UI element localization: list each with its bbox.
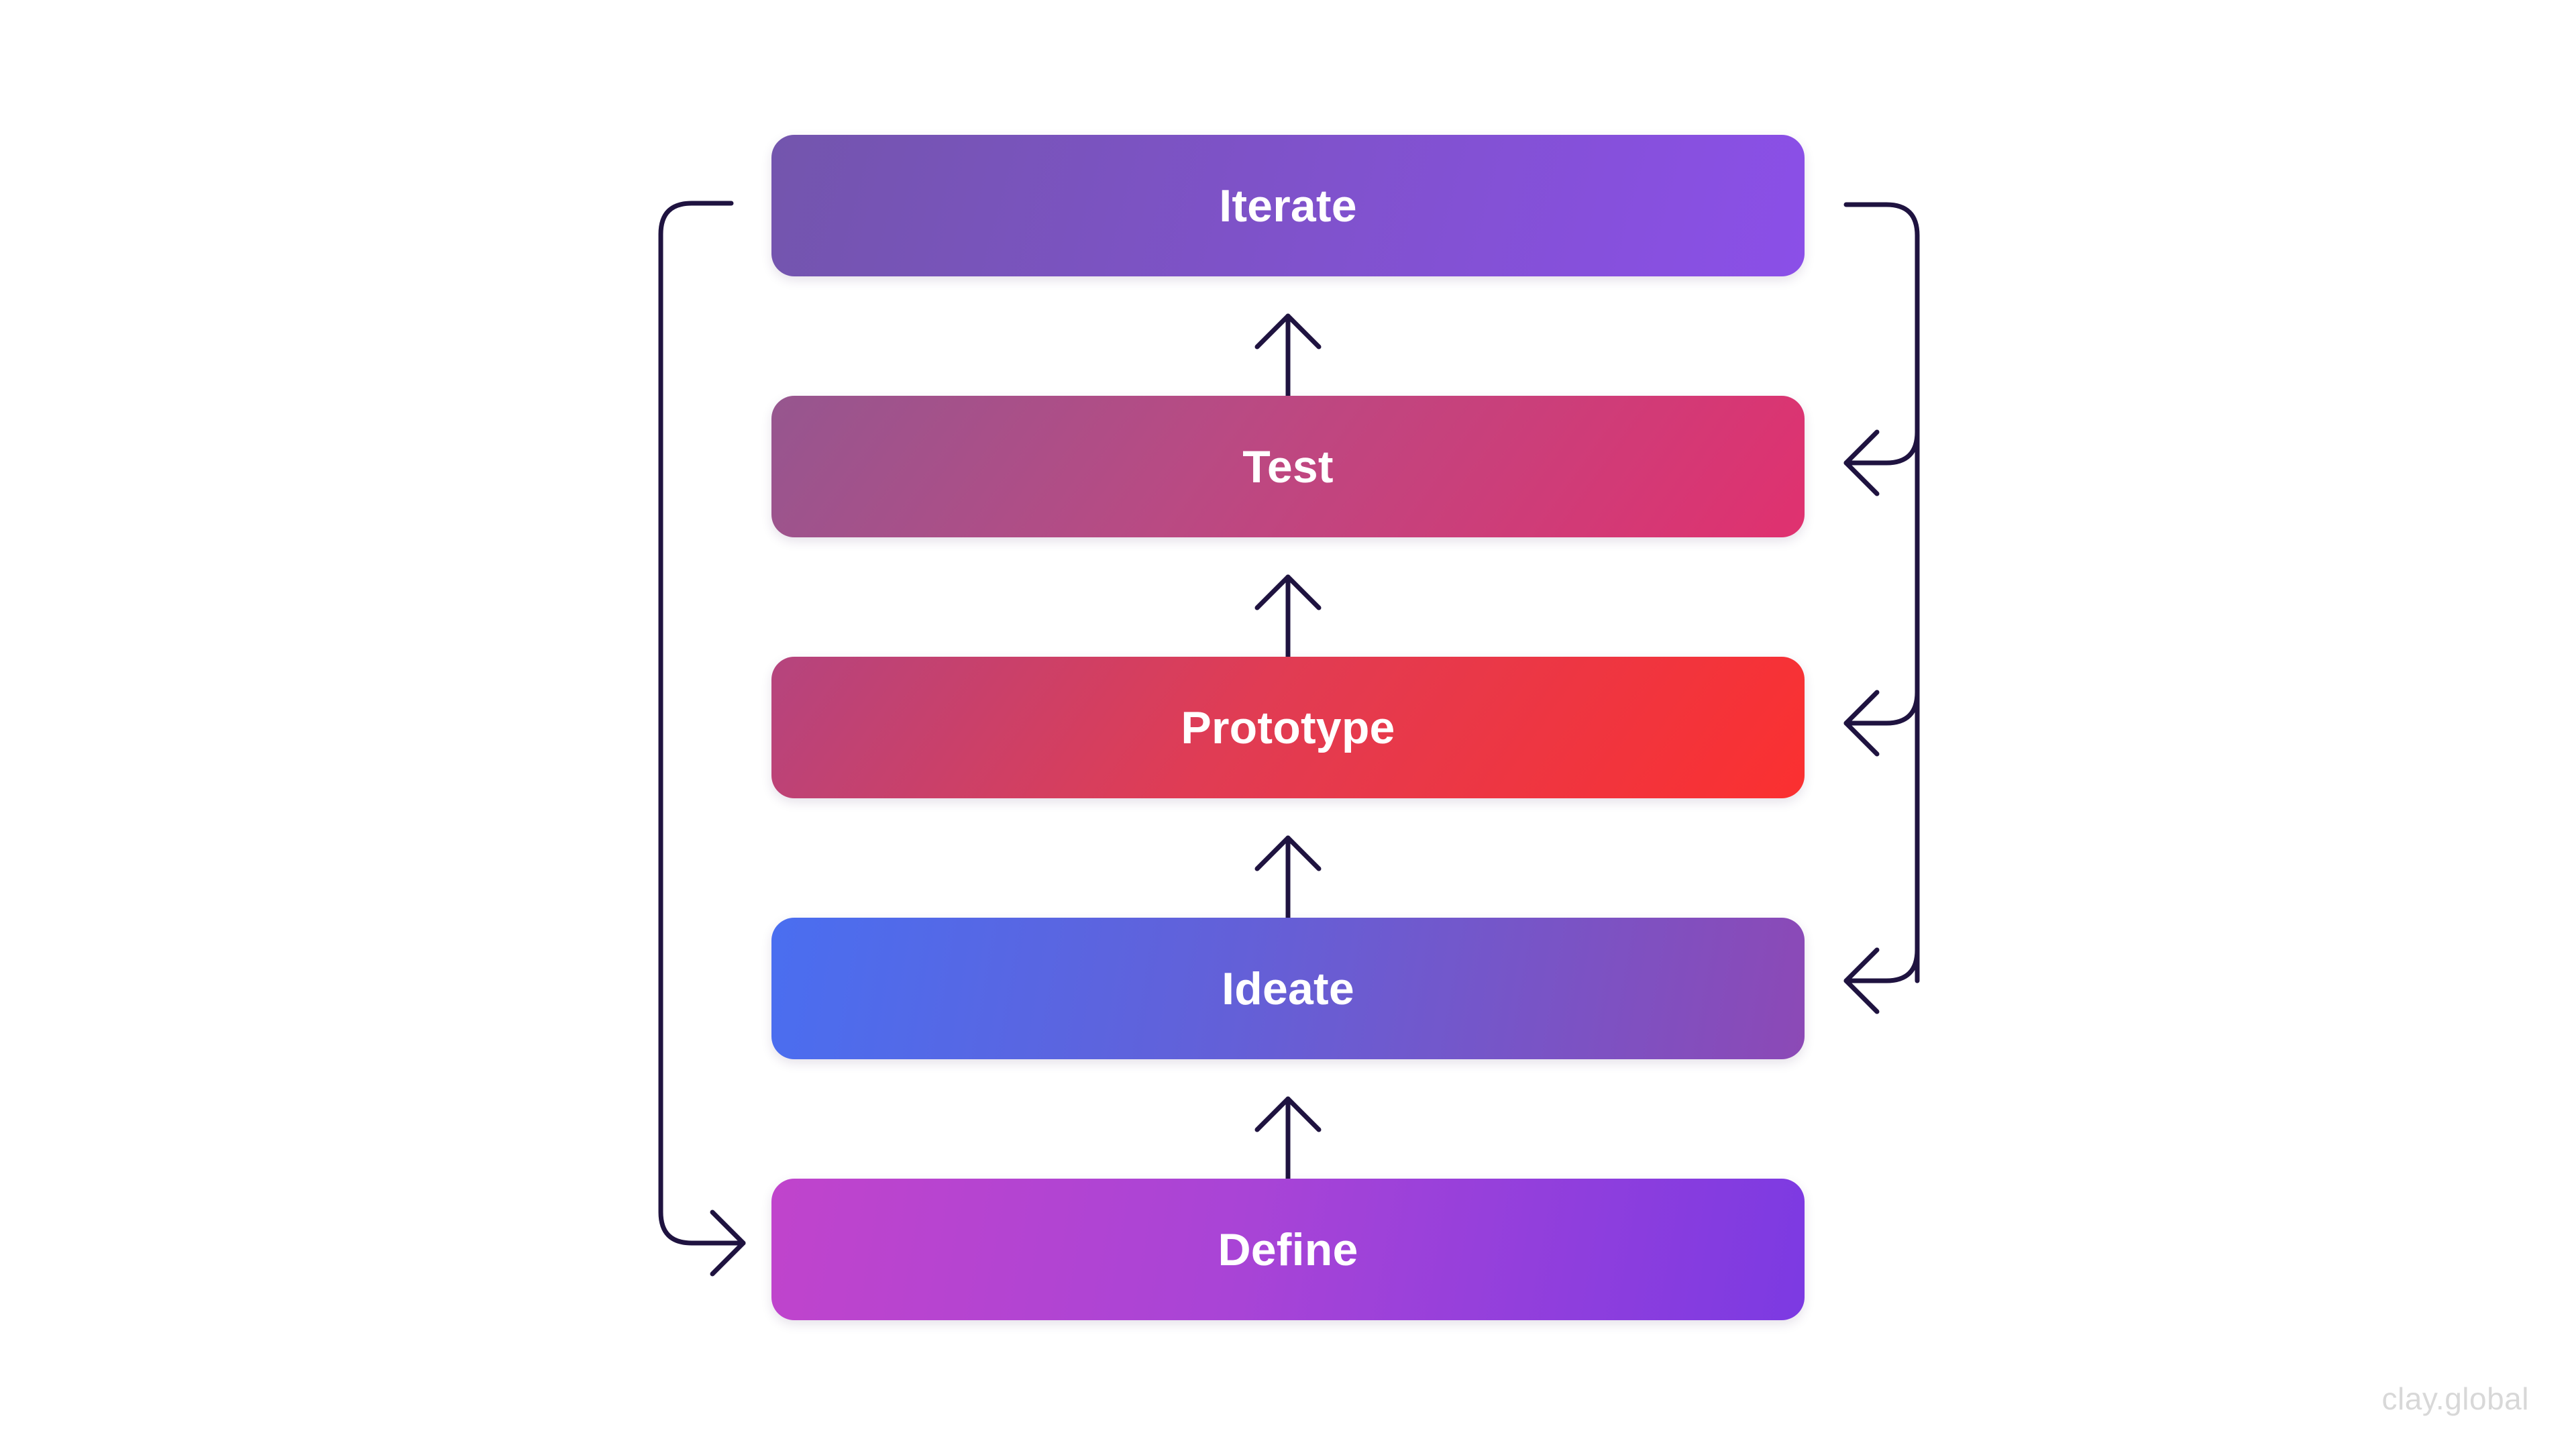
arrow-iterate-to-prototype <box>1843 690 1920 757</box>
arrow-prototype-to-test <box>1254 574 1322 659</box>
arrow-iterate-to-define <box>658 201 746 1277</box>
arrow-test-to-iterate <box>1254 313 1322 398</box>
stage-bar-test[interactable]: Test <box>771 396 1805 537</box>
watermark-text: clay.global <box>2381 1381 2529 1416</box>
stage-bar-ideate[interactable]: Ideate <box>771 918 1805 1059</box>
arrow-iterate-to-test <box>1843 429 1920 496</box>
arrow-iterate-to-ideate <box>1843 947 1920 1014</box>
stage-bar-iterate[interactable]: Iterate <box>771 135 1805 276</box>
stage-label-prototype: Prototype <box>1181 702 1395 753</box>
arrow-ideate-to-prototype <box>1254 835 1322 920</box>
stage-label-test: Test <box>1242 441 1334 492</box>
stage-bar-prototype[interactable]: Prototype <box>771 657 1805 798</box>
feedback-trunk-right <box>1843 202 1920 983</box>
stage-label-iterate: Iterate <box>1219 180 1357 231</box>
stage-label-define: Define <box>1218 1224 1358 1275</box>
arrow-define-to-ideate <box>1254 1096 1322 1181</box>
stage-bar-define[interactable]: Define <box>771 1179 1805 1320</box>
stage-label-ideate: Ideate <box>1222 963 1354 1014</box>
